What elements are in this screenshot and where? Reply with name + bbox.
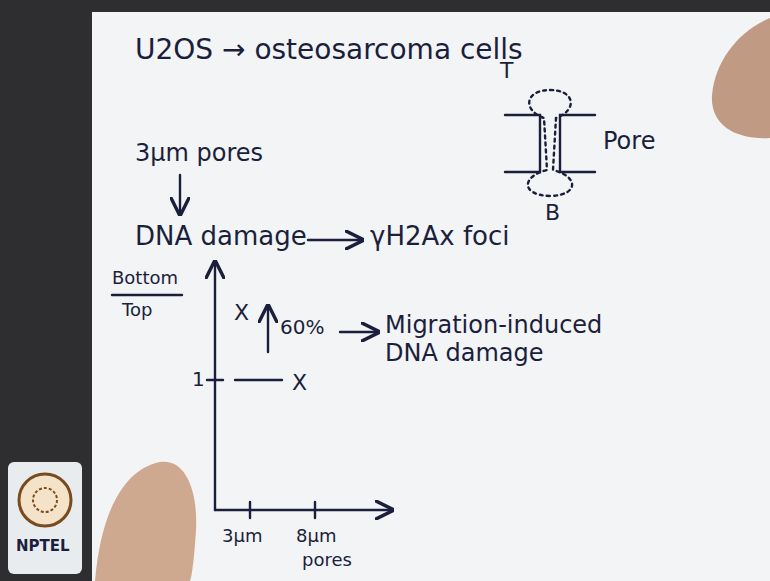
pore-side-label: B [545,200,560,225]
data-point: X [234,300,249,325]
tick-label: 3μm [222,526,262,547]
logo-text: NPTEL [16,538,70,555]
logo-symbol [19,474,71,526]
pore-wall [505,115,540,172]
finding: DNA damage [135,222,307,252]
percent-label: 60% [280,316,324,339]
axis-label: pores [302,550,352,571]
pore-wall [560,115,595,172]
axis-label: Top [122,300,152,321]
hand [712,18,770,138]
conclusion: Migration-induced DNA damage [385,312,625,367]
data-point: X [292,370,307,395]
tick [249,502,251,518]
pore-side-label: T [500,58,513,83]
arrow [267,306,269,352]
marker-label: γH2Ax foci [370,222,510,252]
logo-panel [8,462,82,574]
y-axis [214,262,216,510]
x-axis [215,509,392,511]
paper [92,12,770,581]
tick [314,502,316,518]
hand [95,462,196,581]
tick [207,379,223,381]
tick-label: 8μm [296,526,336,547]
axis-label: Bottom [112,268,178,289]
arrow [308,239,362,241]
pore-size: 3μm pores [135,140,263,168]
logo-symbol [33,488,57,512]
heading: U2OS → osteosarcoma cells [135,34,523,66]
pore-label: Pore [603,128,655,156]
cell-outline [528,90,572,196]
data-bar [235,379,282,381]
tick-label: 1 [192,368,205,391]
arrow [340,331,378,333]
fraction-bar [112,294,182,296]
arrow [179,175,181,214]
